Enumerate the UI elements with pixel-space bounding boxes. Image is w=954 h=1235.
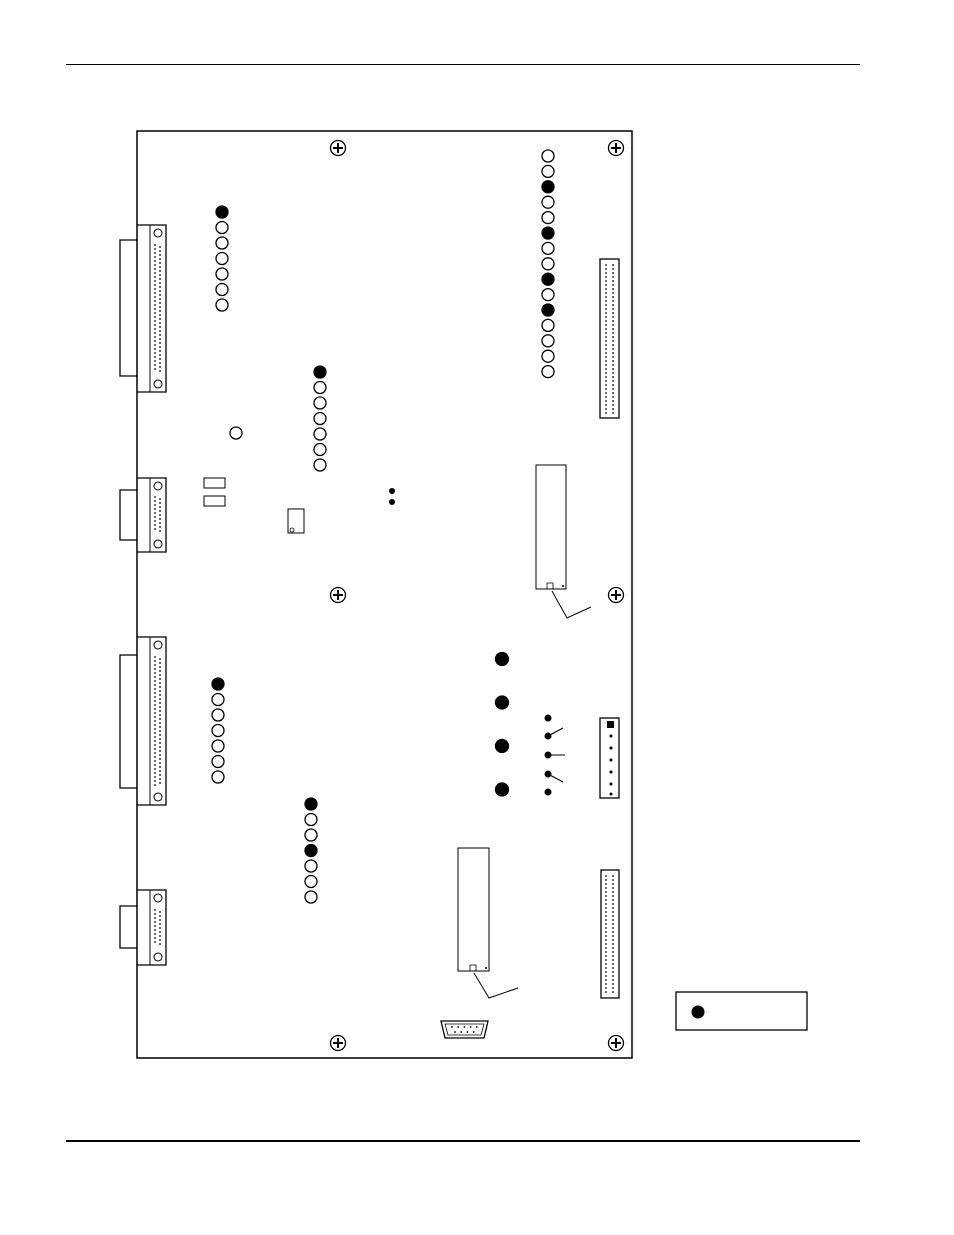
led-column-lower-left xyxy=(211,677,225,784)
led-unlit xyxy=(541,210,555,225)
terminal-block xyxy=(599,717,620,799)
filled-led-icon xyxy=(691,1005,705,1019)
test-point xyxy=(229,426,243,440)
led-unlit xyxy=(541,257,555,271)
led-unlit xyxy=(211,723,225,738)
led-column-lower-middle xyxy=(304,797,318,904)
switch-contact xyxy=(544,788,552,796)
led-unlit xyxy=(541,149,555,163)
led-unlit xyxy=(541,334,555,348)
led-unlit xyxy=(541,364,555,379)
led-unlit xyxy=(211,770,225,784)
mounting-screw-center-right xyxy=(607,586,625,604)
ic-chip-upper xyxy=(535,464,592,619)
led-lit xyxy=(541,180,555,194)
jumper-pin xyxy=(389,499,395,505)
led-unlit xyxy=(541,195,555,209)
led-lit xyxy=(313,365,327,379)
led-unlit xyxy=(304,859,318,873)
led-lit xyxy=(211,677,225,691)
potentiometer xyxy=(287,508,305,534)
led-unlit xyxy=(215,251,229,266)
led-column-upper-middle xyxy=(313,365,327,472)
led-unlit xyxy=(313,427,327,441)
led-unlit xyxy=(541,287,555,302)
ribbon-header-upper xyxy=(599,258,620,419)
ic-chip-lower xyxy=(457,847,519,999)
led-unlit xyxy=(304,874,318,889)
led-unlit xyxy=(541,349,555,363)
led-column-upper-left xyxy=(215,205,229,312)
led-unlit xyxy=(211,708,225,722)
led-lit xyxy=(494,782,510,797)
led-lit xyxy=(304,797,318,811)
led-lit xyxy=(215,205,229,219)
led-unlit xyxy=(313,458,327,472)
dip-switch xyxy=(544,714,565,796)
led-unlit xyxy=(541,164,555,179)
db37-connector-upper xyxy=(119,224,167,393)
footer-rule xyxy=(66,1140,860,1142)
led-lit xyxy=(494,695,510,710)
led-unlit xyxy=(211,692,225,707)
led-unlit xyxy=(215,298,229,312)
legend-box xyxy=(675,991,808,1031)
mounting-screw-bottom-right xyxy=(607,1034,625,1052)
mounting-screw-center-middle xyxy=(329,586,347,604)
board-outline xyxy=(136,130,633,1059)
ribbon-header-lower xyxy=(600,869,620,999)
led-unlit xyxy=(304,812,318,827)
db9-connector-lower xyxy=(119,889,167,966)
mounting-screw-bottom-middle xyxy=(329,1034,347,1052)
jumper-pin xyxy=(389,488,395,494)
led-unlit xyxy=(541,241,555,256)
led-unlit xyxy=(215,267,229,281)
led-unlit xyxy=(215,282,229,297)
fuse-1 xyxy=(203,477,226,489)
led-unlit xyxy=(215,236,229,250)
switch-contact xyxy=(544,714,552,722)
led-lit xyxy=(494,651,510,667)
mounting-screw-top-right xyxy=(607,139,625,157)
db37-connector-lower xyxy=(119,636,167,806)
led-lit xyxy=(304,843,318,858)
led-unlit xyxy=(313,396,327,410)
led-column-status-large xyxy=(494,651,510,797)
db9-connector-upper xyxy=(119,477,167,553)
led-unlit xyxy=(304,890,318,904)
led-unlit xyxy=(211,754,225,769)
led-unlit xyxy=(304,828,318,842)
led-lit xyxy=(541,226,555,240)
led-column-top-right xyxy=(541,149,555,379)
led-unlit xyxy=(215,220,229,235)
led-lit xyxy=(541,272,555,286)
serial-port-bottom xyxy=(440,1020,489,1039)
led-unlit xyxy=(313,442,327,457)
led-unlit xyxy=(541,318,555,333)
led-unlit xyxy=(211,739,225,753)
led-unlit xyxy=(313,411,327,426)
led-lit xyxy=(541,303,555,317)
led-unlit xyxy=(313,380,327,395)
fuse-2 xyxy=(203,495,226,507)
header-rule xyxy=(66,64,860,65)
led-lit xyxy=(494,738,510,754)
mounting-screw-top-middle xyxy=(329,139,347,157)
